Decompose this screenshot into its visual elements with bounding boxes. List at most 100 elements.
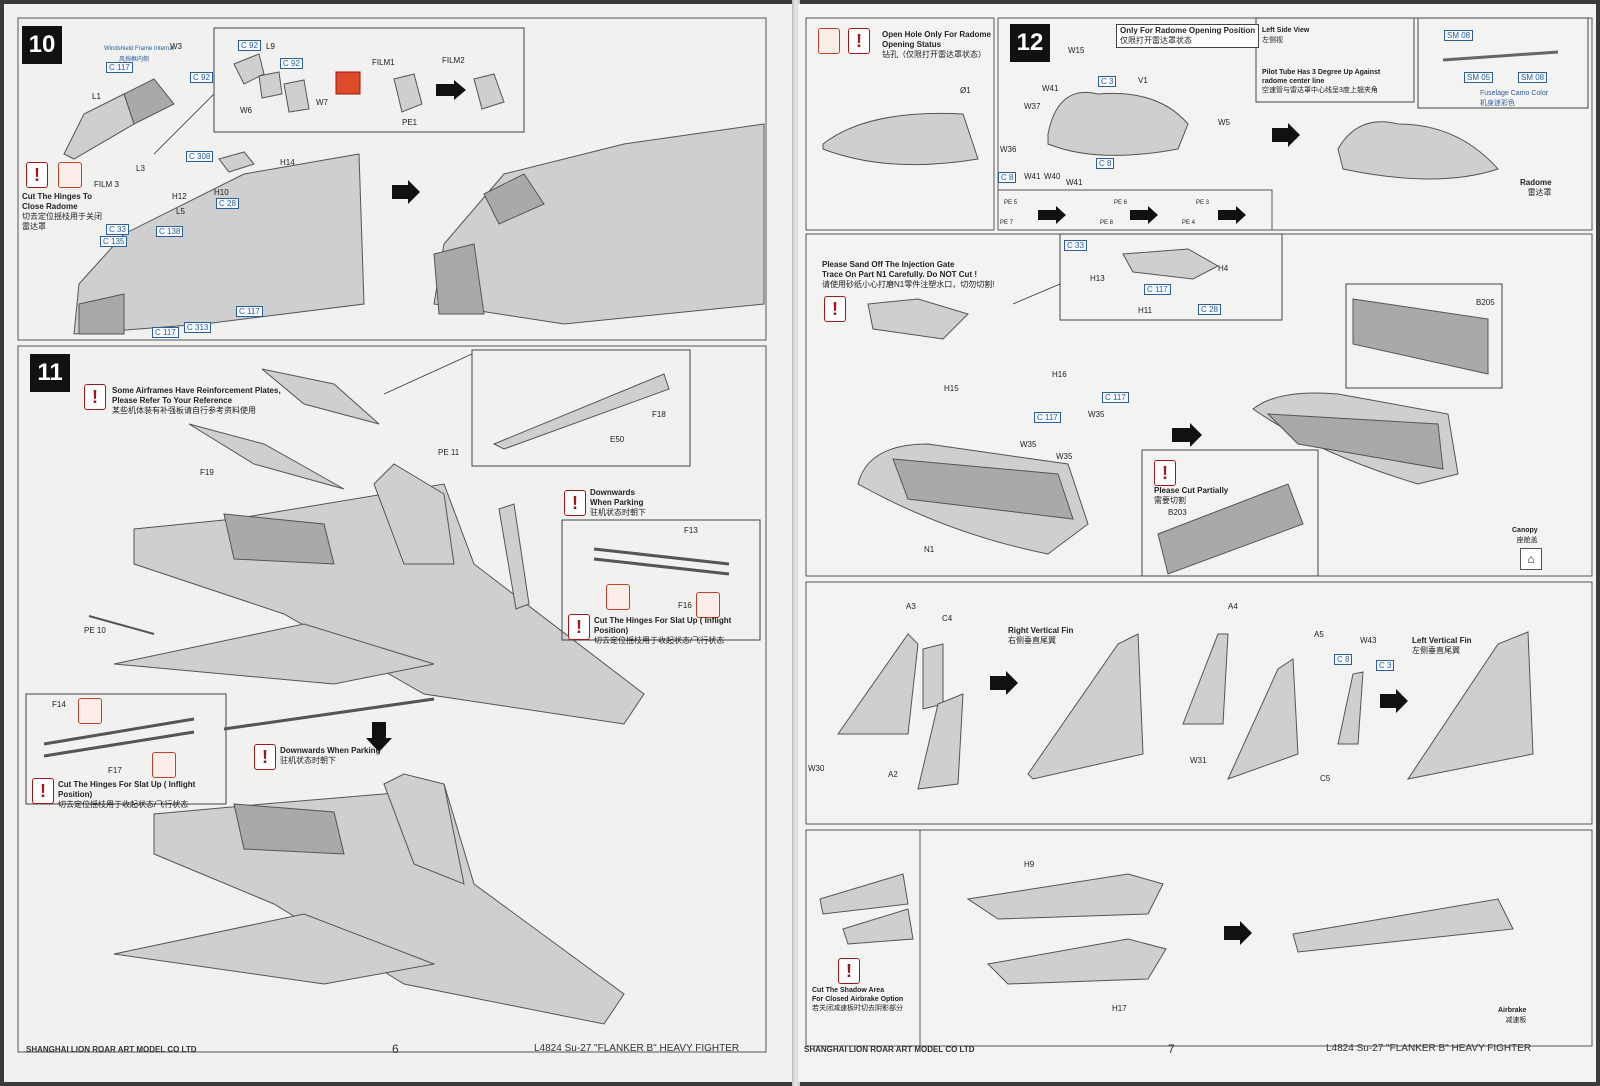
footer-company: SHANGHAI LION ROAR ART MODEL CO LTD	[26, 1045, 197, 1054]
label-sm08: SM 08	[1518, 72, 1548, 83]
warning-icon: !	[32, 778, 54, 804]
label-c92: C 92	[238, 40, 261, 51]
label-pe4: PE 4	[1182, 220, 1196, 226]
label-pe7: PE 7	[1000, 220, 1014, 226]
note-downwards-parking-2: Downwards When Parking 驻机状态时朝下	[280, 746, 381, 765]
label-w37: W37	[1024, 102, 1041, 111]
label-c28: C 28	[216, 198, 239, 209]
label-c5: C5	[1320, 774, 1331, 783]
label-c117: C 117	[236, 306, 263, 317]
label-w5: W5	[1218, 118, 1230, 127]
label-c8: C 8	[1334, 654, 1353, 665]
step-10-number: 10	[22, 26, 62, 64]
page-number: 6	[392, 1042, 399, 1056]
label-c92: C 92	[280, 58, 303, 69]
book-gutter	[792, 0, 800, 1086]
warning-icon: !	[838, 958, 860, 984]
label-w35: W35	[1056, 452, 1073, 461]
label-w7: W7	[316, 98, 328, 107]
label-pe5: PE 5	[1004, 200, 1018, 206]
label-w36: W36	[1000, 145, 1017, 154]
label-n1: N1	[924, 545, 935, 554]
label-pe8: PE 8	[1100, 220, 1114, 226]
warning-icon: !	[848, 28, 870, 54]
right-page: ! Open Hole Only For Radome Opening Stat…	[798, 4, 1596, 1082]
label-a3: A3	[906, 602, 916, 611]
step-11-number: 11	[30, 354, 70, 392]
label-w15: W15	[1068, 46, 1085, 55]
label-a2: A2	[888, 770, 898, 779]
cut-hinge-icon	[152, 752, 176, 778]
label-h9: H9	[1024, 860, 1035, 869]
footer-kit-name: L4824 Su-27 "FLANKER B" HEAVY FIGHTER	[534, 1043, 740, 1054]
canopy-icon: ⌂	[1520, 548, 1542, 570]
note-radome-opening: Only For Radome Opening Position 仅限打开雷达罩…	[1116, 24, 1260, 48]
cut-hinge-icon	[696, 592, 720, 618]
note-reinforcement-plates: Some Airframes Have Reinforcement Plates…	[112, 386, 281, 415]
warning-icon: !	[568, 614, 590, 640]
label-pe1: PE1	[402, 118, 418, 127]
label-l9: L9	[266, 42, 275, 51]
label-h12: H12	[172, 192, 187, 201]
label-v1: V1	[1138, 76, 1148, 85]
label-film2: FILM2	[442, 56, 465, 65]
label-w43: W43	[1360, 636, 1377, 645]
label-w40: W40	[1044, 172, 1061, 181]
label-b203: B203	[1168, 508, 1187, 517]
drill-icon	[818, 28, 840, 54]
label-left-fin: Left Vertical Fin 左侧垂直尾翼	[1412, 636, 1472, 655]
label-w35: W35	[1088, 410, 1105, 419]
label-windshield: Windshield Frame Internal	[104, 46, 175, 52]
label-c117: C 117	[1144, 284, 1171, 295]
label-f14: F14	[52, 700, 66, 709]
label-c28: C 28	[1198, 304, 1221, 315]
cut-hinge-icon	[606, 584, 630, 610]
note-cut-partially: Please Cut Partially 需要切割	[1154, 486, 1229, 505]
left-page-drawings	[17, 17, 767, 1053]
label-c8: C 8	[1096, 158, 1115, 169]
label-sm05: SM 05	[1464, 72, 1494, 83]
label-b205: B205	[1476, 298, 1495, 307]
label-h17: H17	[1112, 1004, 1127, 1013]
label-w41: W41	[1066, 178, 1083, 187]
label-diameter: Ø1	[960, 86, 971, 95]
note-sand-gate: Please Sand Off The Injection Gate Trace…	[822, 260, 995, 289]
label-sm08: SM 08	[1444, 30, 1474, 41]
label-h4: H4	[1218, 264, 1229, 273]
left-page: 10 Windshield Frame Internal 风挡框内侧 C 117…	[4, 4, 794, 1082]
label-w6: W6	[240, 106, 252, 115]
right-page-drawings	[805, 17, 1593, 1047]
label-pe3: PE 3	[1196, 200, 1210, 206]
label-c33: C 33	[1064, 240, 1087, 251]
note-pitot-tube: Pilot Tube Has 3 Degree Up Against radom…	[1262, 69, 1381, 94]
label-h11: H11	[1138, 306, 1153, 315]
label-radome: Radome 雷达罩	[1520, 178, 1552, 197]
label-f17: F17	[108, 766, 122, 775]
label-w31: W31	[1190, 756, 1207, 765]
label-c308: C 308	[186, 151, 214, 162]
left-side-view-title: Left Side View 左侧视	[1262, 27, 1310, 44]
page-number: 7	[1168, 1042, 1175, 1056]
label-h13: H13	[1090, 274, 1105, 283]
note-cut-hinges-radome: Cut The Hinges To Close Radome 切去定位揺枝用于关…	[22, 192, 102, 231]
warning-icon: !	[26, 162, 48, 188]
warning-icon: !	[254, 744, 276, 770]
note-airbrake-cut: Cut The Shadow Area For Closed Airbrake …	[812, 987, 904, 1012]
label-pe11: PE 11	[438, 448, 460, 457]
label-c92: C 92	[190, 72, 213, 83]
note-slat-hinges-left: Cut The Hinges For Slat Up ( Inflight Po…	[58, 780, 196, 809]
label-c4: C4	[942, 614, 953, 623]
label-pe6: PE 6	[1114, 200, 1128, 206]
label-c8: C 8	[998, 172, 1017, 183]
label-l3: L3	[136, 164, 145, 173]
label-c33: C 33	[106, 224, 129, 235]
label-c3: C 3	[1376, 660, 1395, 671]
footer-kit-name: L4824 Su-27 "FLANKER B" HEAVY FIGHTER	[1326, 1043, 1532, 1054]
label-a5: A5	[1314, 630, 1324, 639]
label-w30: W30	[808, 764, 825, 773]
label-w41: W41	[1024, 172, 1041, 181]
label-h14: H14	[280, 158, 295, 167]
note-downwards-parking: Downwards When Parking 驻机状态时朝下	[590, 488, 646, 517]
label-camo-color-cn: 机身迷彩色	[1480, 100, 1515, 107]
cut-hinge-icon	[58, 162, 82, 188]
